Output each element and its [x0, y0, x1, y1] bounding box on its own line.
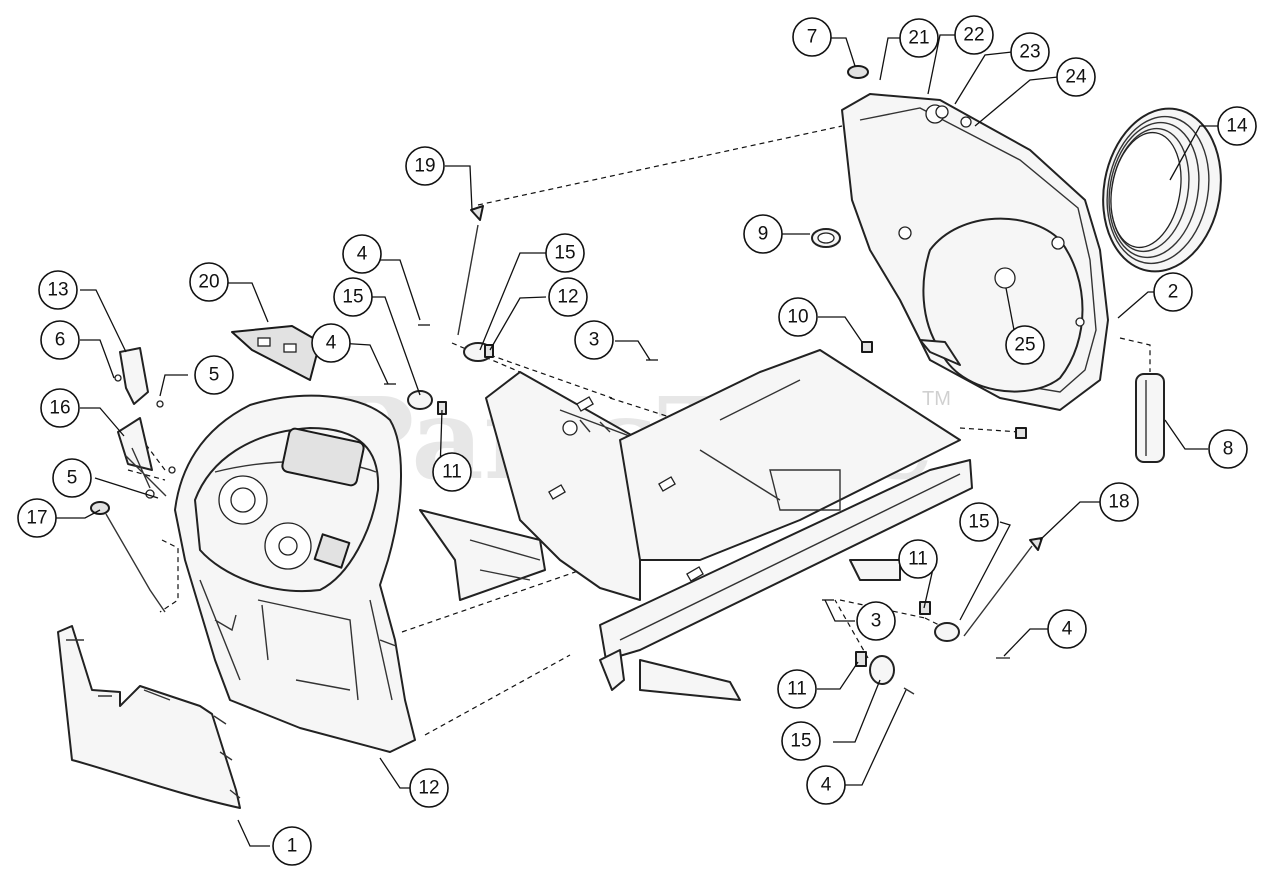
- part-rear-panel: [841, 93, 1109, 411]
- callout-5: [52, 458, 92, 498]
- callout-label: 2: [1168, 282, 1179, 303]
- callout-label: 3: [871, 611, 882, 632]
- part-dash-console: [174, 394, 416, 753]
- callout-label: 19: [414, 156, 435, 177]
- callout-11: [777, 669, 817, 709]
- callout-label: 5: [67, 468, 78, 489]
- callout-2: [1153, 272, 1193, 312]
- watermark-trademark: TM: [922, 388, 951, 410]
- callout-label: 3: [589, 330, 600, 351]
- callout-label: 13: [47, 280, 68, 301]
- part-knob: [90, 501, 166, 613]
- callout-5: [194, 355, 234, 395]
- callout-9: [743, 214, 783, 254]
- callout-label: 11: [442, 462, 462, 483]
- callout-12: [409, 768, 449, 808]
- callout-label: 15: [554, 243, 575, 264]
- callout-3: [574, 320, 614, 360]
- callout-label: 7: [807, 27, 818, 48]
- callout-15: [781, 721, 821, 761]
- callout-1: [272, 826, 312, 866]
- part-shield-panel: [57, 625, 241, 809]
- callout-label: 11: [908, 549, 928, 570]
- leader-lines: [55, 34, 1219, 847]
- callout-label: 22: [963, 25, 984, 46]
- callout-label: 23: [1019, 42, 1040, 63]
- callout-label: 12: [418, 778, 439, 799]
- callout-16: [40, 388, 80, 428]
- callout-label: 24: [1065, 67, 1087, 88]
- small-hardware: [384, 65, 1043, 695]
- callout-14: [1217, 106, 1257, 146]
- part-frame: [419, 349, 973, 701]
- callout-label: 16: [49, 398, 70, 419]
- callout-4: [1047, 609, 1087, 649]
- callout-3: [856, 601, 896, 641]
- part-brackets: [114, 347, 176, 499]
- part-tube: [1135, 373, 1165, 463]
- callout-19: [405, 146, 445, 186]
- callout-label: 11: [787, 679, 807, 700]
- callout-label: 1: [287, 836, 298, 857]
- callout-label: 6: [55, 330, 66, 351]
- callout-15: [959, 502, 999, 542]
- callout-4: [806, 765, 846, 805]
- callout-17: [17, 498, 57, 538]
- callout-23: [1010, 32, 1050, 72]
- callout-label: 18: [1108, 492, 1129, 513]
- callout-label: 17: [26, 508, 47, 529]
- callout-label: 12: [557, 287, 578, 308]
- callout-label: 4: [1062, 619, 1073, 640]
- callout-7: [792, 17, 832, 57]
- callout-label: 5: [209, 365, 220, 386]
- callout-label: 10: [787, 307, 808, 328]
- callout-label: 15: [342, 287, 363, 308]
- callout-21: [899, 18, 939, 58]
- callout-6: [40, 320, 80, 360]
- callout-8: [1208, 429, 1248, 469]
- callout-label: 4: [821, 775, 832, 796]
- callout-label: 21: [908, 28, 929, 49]
- callout-4: [342, 234, 382, 274]
- callout-label: 4: [326, 333, 337, 354]
- callout-25: [1005, 325, 1045, 365]
- callout-label: 15: [790, 731, 811, 752]
- callout-22: [954, 15, 994, 55]
- callout-4: [311, 323, 351, 363]
- callout-10: [778, 297, 818, 337]
- callout-15: [545, 233, 585, 273]
- callouts: 1 2 3 3 4 4 4 4 5 5 6 7 8 9 10 11 11 11: [17, 15, 1257, 866]
- callout-15: [333, 277, 373, 317]
- part-coil: [1102, 107, 1222, 273]
- callout-label: 8: [1223, 439, 1234, 460]
- callout-label: 4: [357, 244, 368, 265]
- callout-label: 14: [1226, 116, 1248, 137]
- callout-label: 20: [198, 272, 219, 293]
- callout-12: [548, 277, 588, 317]
- callout-24: [1056, 57, 1096, 97]
- callout-20: [189, 262, 229, 302]
- callout-11: [432, 452, 472, 492]
- part-bezel: [231, 325, 321, 381]
- callout-label: 25: [1014, 335, 1035, 356]
- callout-11: [898, 539, 938, 579]
- callout-18: [1099, 482, 1139, 522]
- callout-label: 9: [758, 224, 769, 245]
- callout-label: 15: [968, 512, 989, 533]
- callout-13: [38, 270, 78, 310]
